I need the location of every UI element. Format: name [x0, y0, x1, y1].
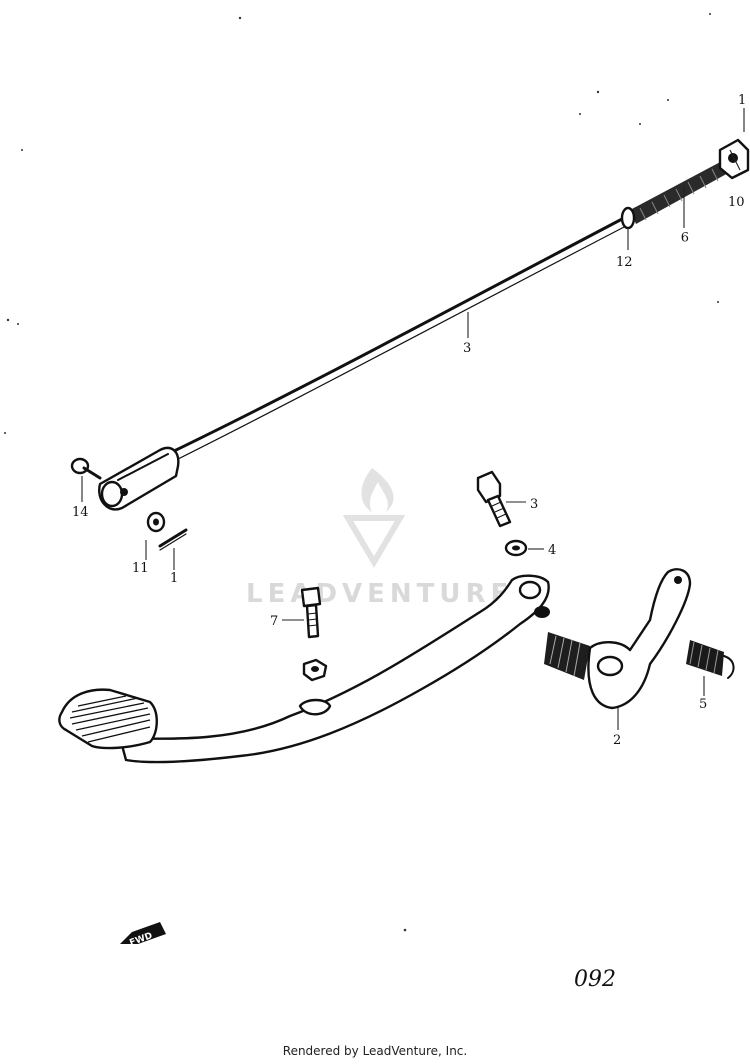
rod-spring [630, 160, 730, 224]
brake-arm [544, 568, 692, 710]
leaders [81, 108, 745, 730]
brake-rod [170, 216, 627, 461]
flame-logo-icon [361, 468, 394, 512]
watermark-text: LEADVENTURE [246, 579, 513, 609]
pivot-bolt [476, 470, 512, 528]
return-spring [686, 640, 735, 679]
callout-4: 4 [548, 543, 556, 558]
fwd-arrow-icon: FWD [120, 922, 166, 949]
callout-12: 12 [616, 255, 633, 270]
callout-1-cotter: 1 [170, 571, 178, 586]
washer-cotter [146, 511, 188, 551]
callout-2: 2 [613, 733, 621, 748]
rendered-by-footer: Rendered by LeadVenture, Inc. [282, 1044, 468, 1058]
callout-5: 5 [699, 697, 707, 712]
callout-7: 7 [270, 614, 278, 629]
callout-14: 14 [72, 505, 89, 520]
callout-1: 1 [738, 93, 746, 108]
scan-specks [4, 13, 719, 932]
callout-11: 11 [132, 561, 149, 576]
lock-washer [504, 539, 528, 557]
callout-9: 9 [681, 228, 689, 243]
diagram-reference-number: 092 [574, 967, 616, 992]
callout-3-bolt: 3 [530, 497, 538, 512]
stop-bolt [300, 586, 322, 639]
rod-clevis [98, 446, 180, 511]
stop-nut [302, 658, 328, 682]
clevis-pin [70, 457, 102, 480]
rod-washer [620, 206, 636, 230]
callout-3-rod: 3 [463, 341, 471, 356]
v-logo-icon [342, 515, 406, 568]
brake-pedal [58, 574, 550, 764]
callout-10: 10 [728, 195, 745, 210]
leadventure-watermark: LEADVENTURE [246, 468, 513, 609]
